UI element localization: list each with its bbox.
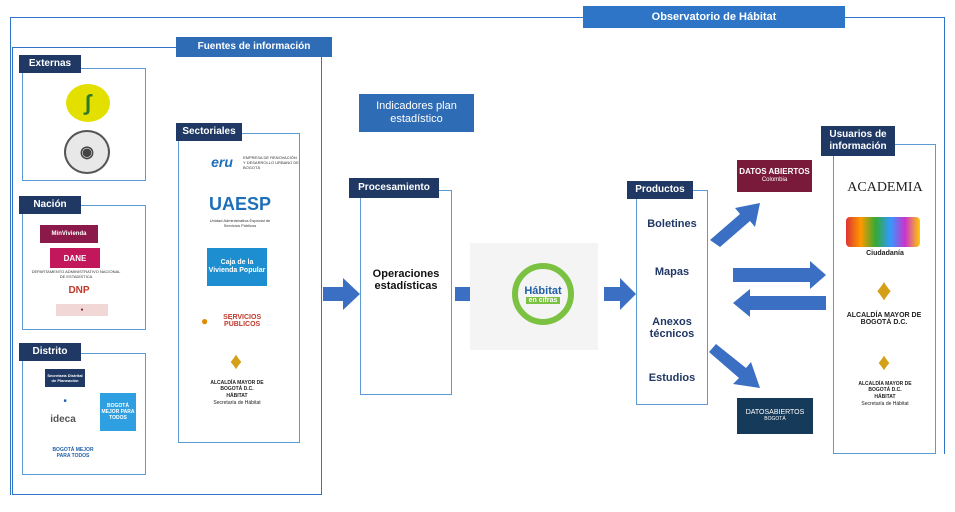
fuentes-header: Fuentes de información xyxy=(176,37,332,57)
productos-box xyxy=(636,190,708,405)
academia-label: ACADEMIA xyxy=(847,180,923,195)
operaciones-label: Operaciones estadísticas xyxy=(372,268,440,292)
datos-abiertos-colombia-logo: DATOS ABIERTOS Colombia xyxy=(737,160,812,192)
ideca-logo: ideca xyxy=(50,413,76,425)
cvp-logo: Caja de la Vivienda Popular xyxy=(207,248,267,286)
outer-frame-top-right xyxy=(845,17,945,18)
uaesp-logo: UAESP xyxy=(208,193,271,214)
externas-logo-yellow: ∫ xyxy=(66,84,110,122)
alcaldia-label-usuarios: ALCALDÍA MAYOR DE BOGOTÁ D.C. xyxy=(846,312,922,326)
minvivienda-logo: MinVivienda xyxy=(40,225,98,243)
alcaldia-label-habitat: ALCALDÍA MAYOR DE BOGOTÁ D.C. xyxy=(858,381,912,393)
alcaldia-escudo-sectoriales: ♦ xyxy=(229,348,243,375)
arrow-productos-datos-colombia xyxy=(710,203,760,247)
arrow-productos-datos-bogota xyxy=(709,344,760,388)
secretaria-label-usuarios: Secretaría de Hábitat xyxy=(861,401,909,407)
indicadores-box: Indicadores plan estadístico xyxy=(359,94,474,132)
habitat-cifras-ring: Hábitat en cifras xyxy=(512,263,574,325)
producto-estudios: Estudios xyxy=(648,372,696,384)
alcaldia-escudo-habitat: ♦ xyxy=(877,349,891,376)
bogota-mejor-blue: BOGOTÁ MEJOR PARA TODOS xyxy=(100,393,136,431)
dane-logo: DANE xyxy=(50,248,100,268)
gobierno-logo: ● xyxy=(56,304,108,316)
producto-mapas: Mapas xyxy=(654,266,690,278)
arrow-fuentes-procesamiento xyxy=(323,278,360,310)
servicios-publicos-logo: ●SERVICIOS PÚBLICOS xyxy=(201,314,262,328)
eru-subtitle: EMPRESA DE RENOVACIÓN Y DESARROLLO URBAN… xyxy=(243,155,299,170)
eru-logo: eru xyxy=(211,154,233,170)
procesamiento-header: Procesamiento xyxy=(349,178,439,198)
productos-header: Productos xyxy=(627,181,693,199)
sectoriales-box xyxy=(178,133,300,443)
outer-frame-top xyxy=(10,17,583,18)
datos-abiertos-bogota-logo: DATOSABIERTOS BOGOTÁ xyxy=(737,398,813,434)
en-cifras-text: en cifras xyxy=(525,296,561,304)
ciudadania-label: Ciudadanía xyxy=(866,250,904,257)
sdp-logo: Secretaría Distrital de Planeación xyxy=(45,369,85,387)
alcaldia-escudo-usuarios: ♦ xyxy=(876,274,892,307)
secretaria-text-sectoriales: Secretaría de Hábitat xyxy=(213,400,261,406)
arrow-to-usuarios xyxy=(733,261,826,289)
outer-frame-left xyxy=(10,17,11,495)
habitat-cifras-title: Hábitat xyxy=(524,284,562,297)
usuarios-box xyxy=(833,144,936,454)
uaesp-subtitle: Unidad Administrativa Especial de Servic… xyxy=(209,218,271,228)
bogota-mejor-logo-2: BOGOTÁ MEJOR PARA TODOS xyxy=(52,447,94,459)
dnp-logo: DNP xyxy=(68,284,90,296)
usuarios-header: Usuarios de información xyxy=(821,126,895,156)
habitat-label-usuarios: HÁBITAT xyxy=(874,394,896,400)
procesamiento-box xyxy=(360,190,452,395)
arrow-habitat-productos xyxy=(604,278,636,310)
producto-anexos: Anexos técnicos xyxy=(649,316,695,340)
nacion-header: Nación xyxy=(19,196,81,214)
sectoriales-header: Sectoriales xyxy=(176,123,242,141)
banco-republica-seal: ◉ xyxy=(64,130,110,174)
externas-header: Externas xyxy=(19,55,81,73)
alcaldia-text-sectoriales: ALCALDÍA MAYOR DE BOGOTÁ D.C. xyxy=(210,380,264,392)
bogota-mejor-logo-1: ■ xyxy=(63,398,67,404)
distrito-header: Distrito xyxy=(19,343,81,361)
producto-boletines: Boletines xyxy=(647,218,697,230)
ciudadania-image xyxy=(846,217,920,247)
habitat-text-sectoriales: HÁBITAT xyxy=(226,393,248,399)
arrow-from-usuarios xyxy=(733,289,826,317)
observatorio-title: Observatorio de Hábitat xyxy=(583,6,845,28)
outer-frame-right xyxy=(944,17,945,454)
dane-subtitle: DEPARTAMENTO ADMINISTRATIVO NACIONAL DE … xyxy=(31,269,121,279)
